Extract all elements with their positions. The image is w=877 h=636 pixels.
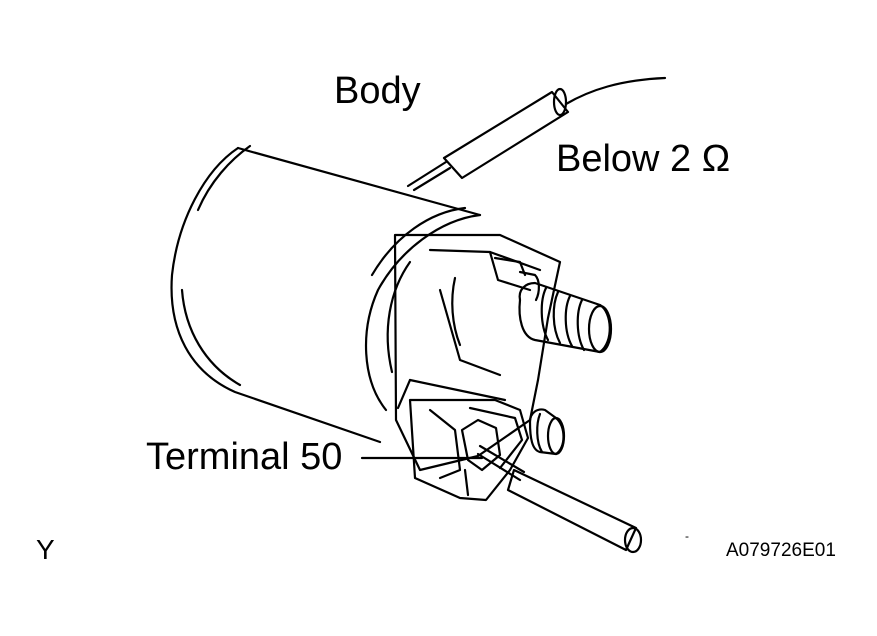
tester-probe-body [408, 78, 665, 190]
resistance-label: Below 2 Ω [556, 138, 731, 180]
terminal-50-connector [410, 400, 528, 500]
corner-letter: Y [36, 534, 55, 565]
tester-probe-terminal [478, 446, 641, 552]
figure-mark: - [685, 529, 689, 543]
main-stud [520, 283, 611, 352]
small-stud [530, 410, 564, 455]
figure-code: A079726E01 [726, 540, 836, 561]
solenoid-housing [172, 146, 480, 442]
end-cap [388, 235, 560, 470]
terminal-50-label: Terminal 50 [146, 436, 343, 478]
body-label: Body [334, 70, 421, 112]
